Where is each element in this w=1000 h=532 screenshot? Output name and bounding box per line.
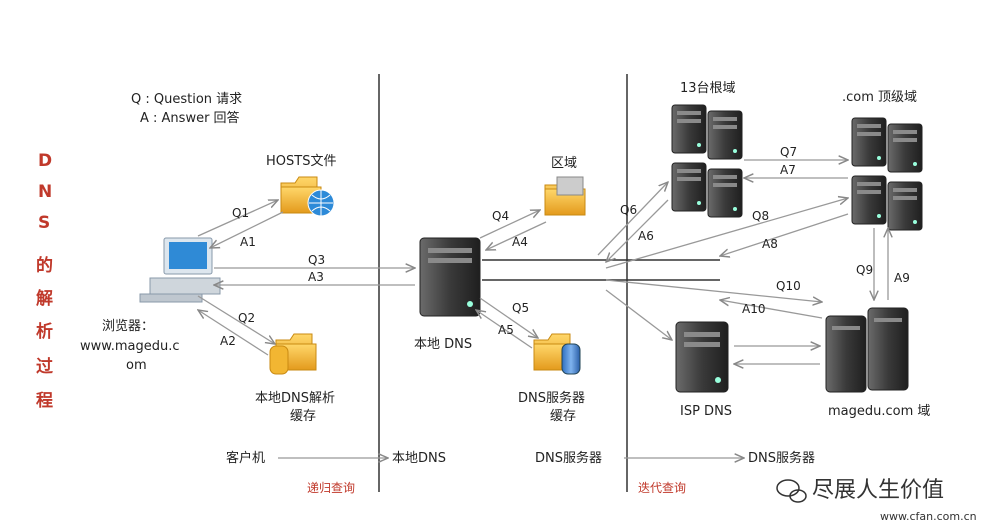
- title-char: S: [38, 213, 50, 233]
- hosts-label: HOSTS文件: [266, 154, 336, 169]
- arrow-label-a5: A5: [498, 323, 514, 337]
- local-dns-label: 本地 DNS: [414, 337, 472, 352]
- arrow-label-q3: Q3: [308, 253, 325, 267]
- magedu-servers-icon: [825, 307, 909, 393]
- legend-question: Q : Question 请求: [131, 92, 242, 107]
- arrow-label-q10: Q10: [776, 279, 801, 293]
- arrow-label-a1: A1: [240, 235, 256, 249]
- dns-server-label-right: DNS服务器: [748, 450, 815, 466]
- title-char: 解: [36, 288, 53, 309]
- arrow-label-q4: Q4: [492, 209, 509, 223]
- magedu-label: magedu.com 域: [828, 404, 930, 419]
- local-cache-label2: 缓存: [290, 409, 316, 424]
- com-tld-servers-icon: [851, 117, 923, 231]
- arrow-label-a9: A9: [894, 271, 910, 285]
- title-char: 过: [36, 357, 53, 377]
- title-char: 析: [36, 321, 53, 342]
- watermark-url: www.cfan.com.cn: [880, 510, 977, 523]
- arrow-label-a7: A7: [780, 163, 796, 177]
- arrow-label-a3: A3: [308, 270, 324, 284]
- wechat-icon: [776, 479, 807, 503]
- arrow-label-a6: A6: [638, 229, 654, 243]
- local-dns-cache-icon: [269, 333, 317, 375]
- local-cache-label: 本地DNS解析: [255, 391, 335, 406]
- recursive-query-label: 递归查询: [307, 481, 355, 495]
- computer-icon: [139, 237, 221, 303]
- watermark-text: 尽展人生价值: [812, 478, 944, 503]
- iterative-query-label: 迭代查询: [638, 481, 686, 495]
- dns-cache-label: DNS服务器: [518, 390, 585, 406]
- dns-server-label-left: DNS服务器: [535, 450, 602, 466]
- root-servers-icon: [671, 104, 743, 218]
- client-label: 客户机: [226, 450, 265, 466]
- arrow-label-a8: A8: [762, 237, 778, 251]
- zone-icon: [544, 176, 586, 216]
- bottom-local-dns-label: 本地DNS: [392, 451, 446, 466]
- title-char: N: [38, 182, 52, 202]
- title-char: D: [38, 151, 52, 171]
- arrow-label-q2: Q2: [238, 311, 255, 325]
- arrow-label-q6: Q6: [620, 203, 637, 217]
- arrow-label-a2: A2: [220, 334, 236, 348]
- root-label: 13台根域: [680, 81, 736, 96]
- title-char: 的: [36, 255, 53, 276]
- com-label: .com 顶级域: [842, 90, 917, 105]
- arrow-label-q8: Q8: [752, 209, 769, 223]
- isp-dns-label: ISP DNS: [680, 404, 732, 419]
- arrow-label-q1: Q1: [232, 206, 249, 220]
- local-dns-server-icon: [419, 237, 481, 317]
- browser-label: 浏览器：: [102, 318, 154, 334]
- hosts-file-icon: [280, 176, 335, 217]
- browser-url-line2: om: [126, 358, 147, 373]
- zone-label: 区域: [551, 156, 577, 171]
- arrow-label-a4: A4: [512, 235, 528, 249]
- arrow-label-q5: Q5: [512, 301, 529, 315]
- dns-cache-label2: 缓存: [550, 409, 576, 424]
- isp-dns-server-icon: [675, 321, 729, 393]
- browser-url-line1: www.magedu.c: [80, 339, 180, 354]
- arrow-label-q9: Q9: [856, 263, 873, 277]
- arrow-label-q7: Q7: [780, 145, 797, 159]
- vertical-title: D N S 的 解 析 过 程: [36, 151, 53, 411]
- title-char: 程: [36, 391, 53, 411]
- legend-answer: A : Answer 回答: [140, 110, 240, 126]
- watermark: 尽展人生价值 www.cfan.com.cn: [776, 478, 977, 523]
- dns-server-cache-icon: [533, 333, 581, 375]
- arrow-label-a10: A10: [742, 302, 765, 316]
